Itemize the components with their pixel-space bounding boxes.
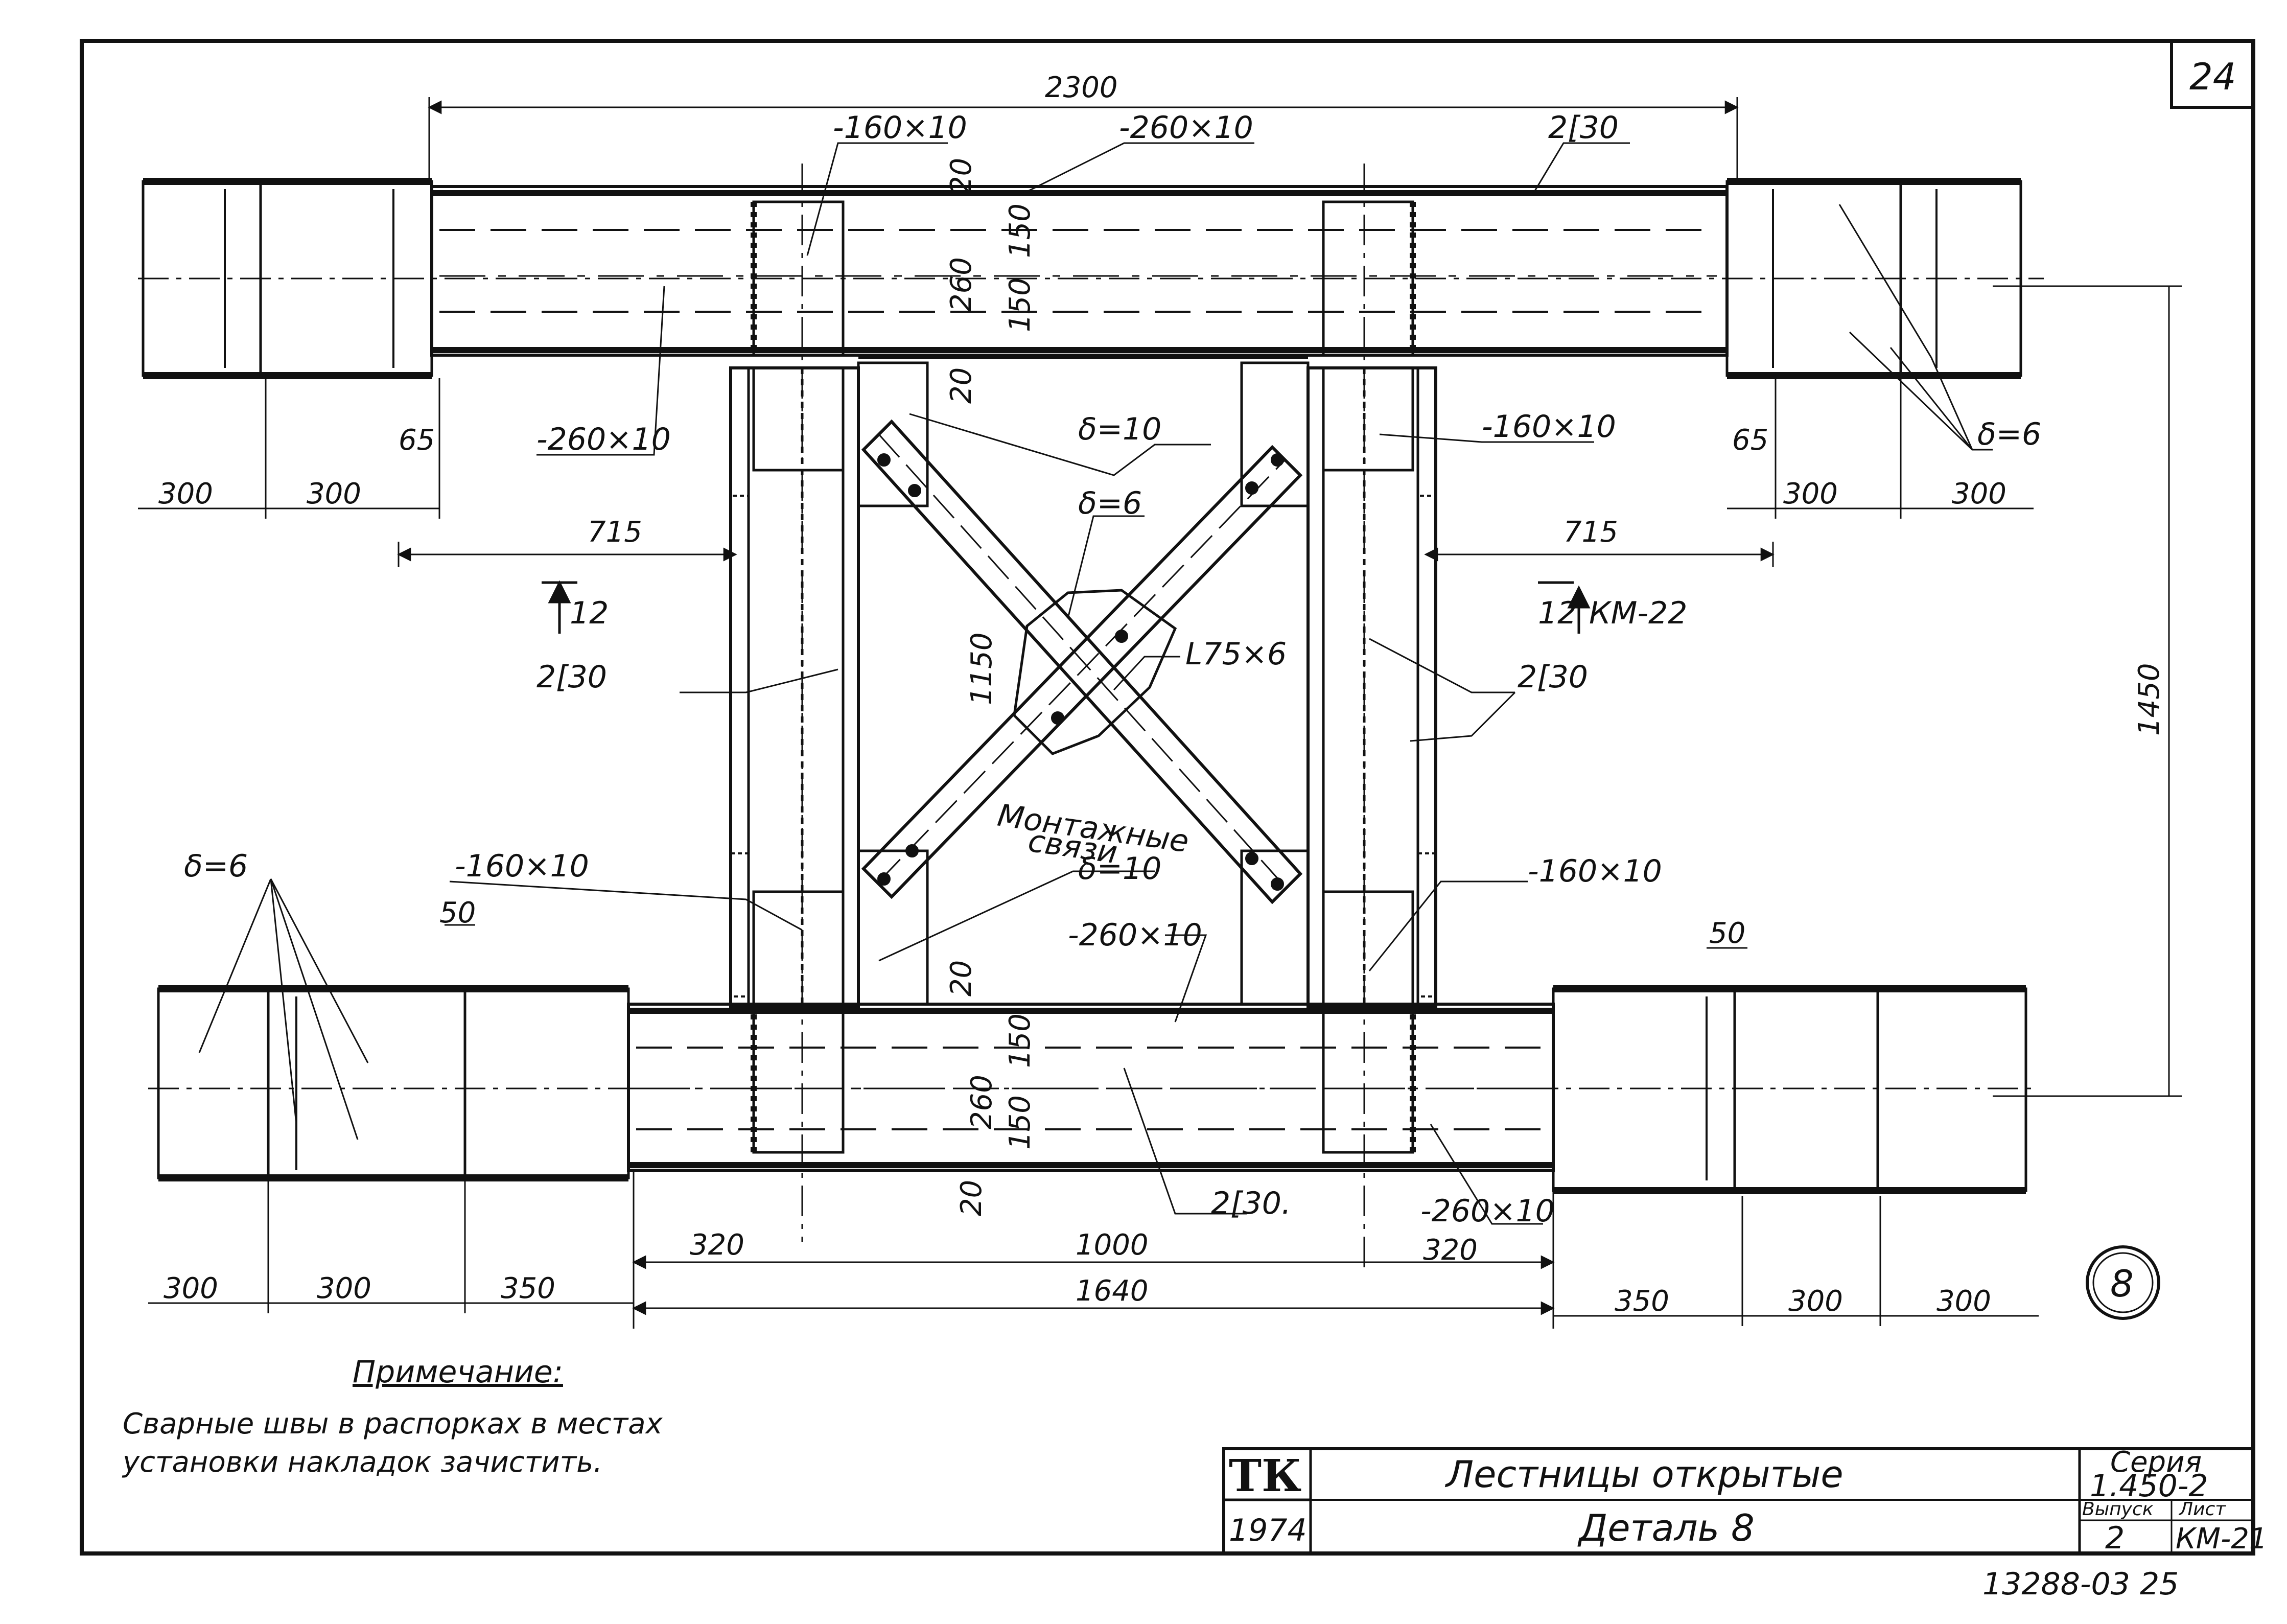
label-angle: L75×6 <box>1185 636 1287 672</box>
label-delta-6-left: δ=6 <box>184 848 248 884</box>
title-block-year: 1974 <box>1229 1513 1307 1548</box>
dim-bottom-50-left: 50 <box>439 896 476 930</box>
label-section-left: 12 <box>570 595 609 631</box>
note-title: Примечание: <box>353 1354 563 1390</box>
title-block-series-label: Серия <box>2110 1446 2202 1479</box>
bottom-strut <box>157 985 2027 1194</box>
dim-bottom-left-300a: 300 <box>164 1272 218 1305</box>
title-block-series-value: 1.450-2 <box>2090 1468 2208 1504</box>
dim-bottom-beam-150a: 150 <box>1004 1013 1037 1068</box>
dim-top-left-65: 65 <box>399 424 435 457</box>
label-delta-10-top: δ=10 <box>1078 411 1161 447</box>
dimension-lines <box>138 97 2182 1329</box>
dim-bottom-beam-150b: 150 <box>1004 1095 1037 1150</box>
title-block <box>1222 1447 2255 1555</box>
label-channel-right: 2[30 <box>1518 659 1588 695</box>
label-delta-10-bottom: δ=10 <box>1078 851 1161 887</box>
leader-lines <box>198 142 1993 1225</box>
label-plate-260-bottom-right: -260×10 <box>1420 1193 1555 1229</box>
page-number-box <box>2170 39 2255 109</box>
dim-bottom-320-left: 320 <box>690 1228 744 1262</box>
dim-bottom-1640: 1640 <box>1076 1274 1149 1308</box>
title-block-issue-label: Выпуск <box>2082 1499 2154 1520</box>
detail-number: 8 <box>2110 1262 2134 1305</box>
dim-bottom-beam-20: 20 <box>955 1180 988 1216</box>
dim-bottom-320-right: 320 <box>1423 1234 1478 1267</box>
label-channel-left: 2[30 <box>536 659 607 695</box>
footer-code: 13288-03 25 <box>1982 1566 2179 1602</box>
sheet-border <box>80 39 2255 1556</box>
note-line-2: установки накладок зачистить. <box>122 1446 602 1479</box>
page-number: 24 <box>2189 55 2236 98</box>
dim-frame-1150: 1150 <box>965 632 998 705</box>
dim-bottom-left-350: 350 <box>501 1272 555 1305</box>
dim-top-right-300a: 300 <box>1783 477 1838 511</box>
dim-top-beam-150b: 150 <box>1004 277 1037 332</box>
label-plate-260-top: -260×10 <box>1119 110 1253 146</box>
detail-number-circle-inner <box>2092 1252 2154 1313</box>
title-block-issue-value: 2 <box>2105 1520 2125 1556</box>
dim-top-left-300a: 300 <box>158 477 213 511</box>
dim-frame-20-top: 20 <box>945 367 978 404</box>
label-section-right: 12 <box>1538 595 1577 631</box>
section-marker-left <box>542 580 577 634</box>
label-delta-6-center: δ=6 <box>1078 485 1142 521</box>
dim-top-beam-20: 20 <box>945 158 978 194</box>
title-block-logo: ТК <box>1229 1450 1301 1502</box>
label-delta-6-right: δ=6 <box>1977 416 2041 452</box>
label-plate-160-top: -160×10 <box>833 110 967 146</box>
dim-top-right-300b: 300 <box>1952 477 2006 511</box>
dim-frame-20-bottom: 20 <box>945 960 978 996</box>
note-line-1: Сварные швы в распорках в местах <box>123 1407 663 1441</box>
dim-right-1450: 1450 <box>2133 663 2166 736</box>
label-section-right-ref: КМ-22 <box>1589 595 1687 631</box>
title-block-sheet-label: Лист <box>2178 1499 2226 1520</box>
vertical-posts <box>729 356 1437 1008</box>
dim-top-left-300b: 300 <box>307 477 361 511</box>
dim-bottom-1000: 1000 <box>1076 1228 1149 1262</box>
label-plate-160-right-top: -160×10 <box>1482 409 1616 445</box>
dim-bottom-right-350: 350 <box>1615 1285 1669 1318</box>
title-block-subtitle: Деталь 8 <box>1577 1506 1755 1549</box>
detail-number-circle <box>2086 1245 2160 1320</box>
label-plate-160-bottom-right: -160×10 <box>1528 853 1662 889</box>
dim-bottom-50-right: 50 <box>1709 917 1745 950</box>
title-block-title: Лестницы открытые <box>1444 1453 1843 1496</box>
dim-top-left-715: 715 <box>588 516 642 549</box>
section-marker-right <box>1538 581 1591 634</box>
dim-top-right-65: 65 <box>1732 424 1768 457</box>
label-plate-260-bottom: -260×10 <box>1068 917 1202 953</box>
dim-bottom-beam-260: 260 <box>965 1075 998 1129</box>
center-lines <box>138 164 2044 1267</box>
dim-top-right-715: 715 <box>1563 516 1618 549</box>
label-plate-160-bottom-left: -160×10 <box>455 848 589 884</box>
dim-bottom-left-300b: 300 <box>317 1272 371 1305</box>
label-plate-260-left: -260×10 <box>536 422 671 457</box>
dim-bottom-right-300a: 300 <box>1788 1285 1843 1318</box>
dim-top-overall: 2300 <box>1045 71 1118 104</box>
dim-top-beam-260: 260 <box>945 257 978 312</box>
dim-top-beam-150a: 150 <box>1004 203 1037 258</box>
label-channel-top: 2[30 <box>1548 110 1619 146</box>
dim-bottom-right-300b: 300 <box>1936 1285 1991 1318</box>
cross-bracing <box>861 419 1303 904</box>
title-block-sheet-value: КМ-21 <box>2176 1522 2268 1556</box>
label-channel-bottom: 2[30. <box>1211 1186 1291 1221</box>
